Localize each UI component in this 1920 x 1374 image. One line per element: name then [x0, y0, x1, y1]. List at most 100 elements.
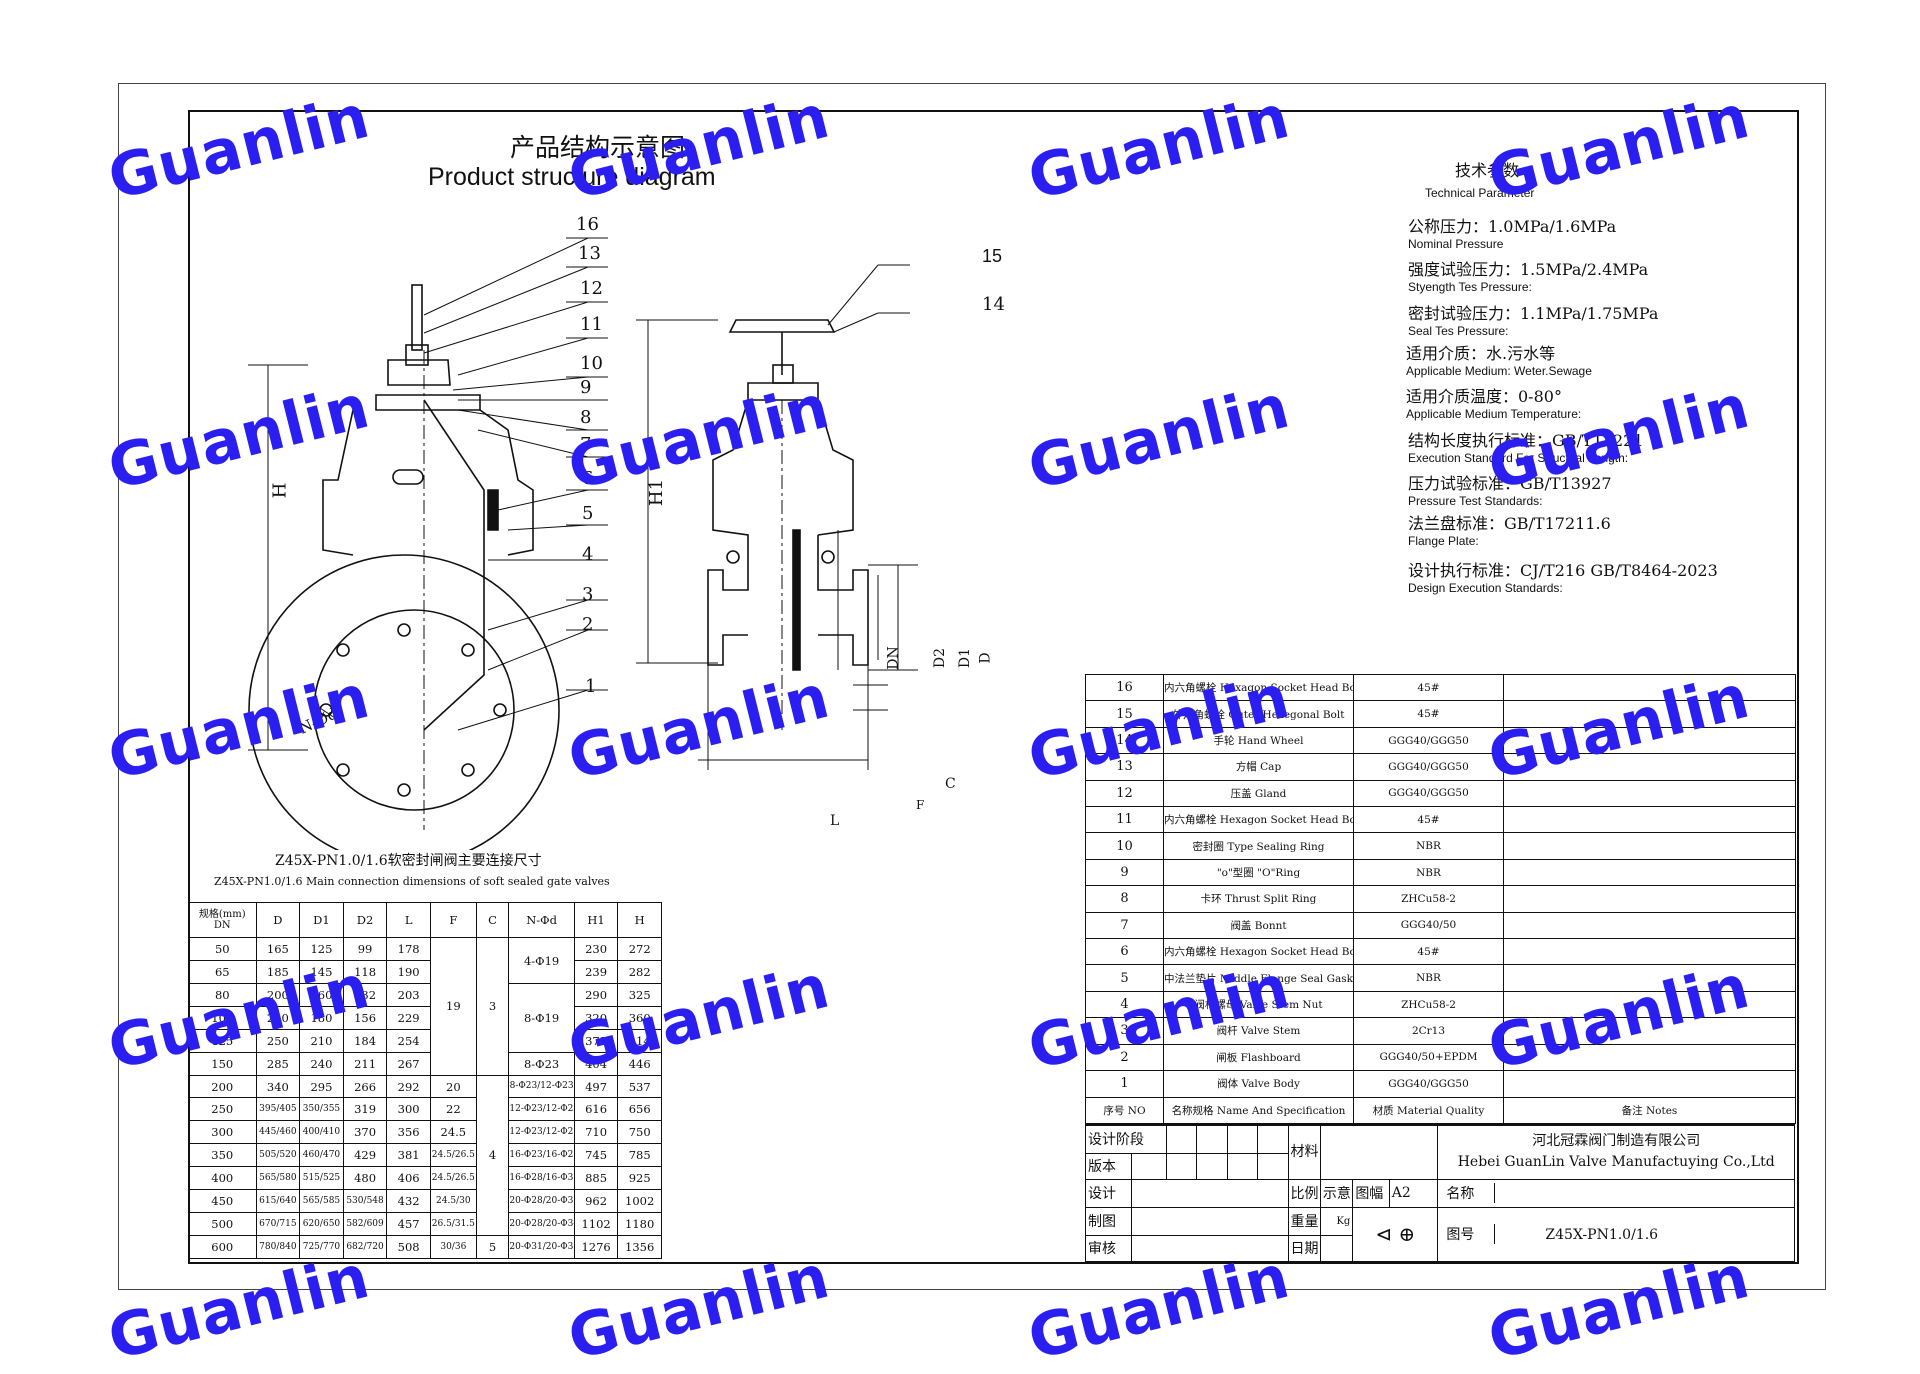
callout-6: 6: [582, 468, 594, 489]
diagram-title-cn: 产品结构示意图: [510, 133, 686, 162]
dim-label-DN: DN: [885, 646, 902, 670]
material-label: 材料: [1287, 1124, 1321, 1180]
header-F: F: [429, 901, 477, 939]
header-Nd: N-Φd: [508, 901, 575, 939]
merged-C-1: 3: [475, 937, 510, 1076]
header-H: H: [617, 901, 662, 939]
merged-Nd-1: 4-Φ19: [508, 937, 575, 984]
callout-4: 4: [582, 544, 594, 565]
header-D1: D1: [299, 901, 344, 939]
callout-15: 15: [982, 246, 1003, 266]
merged-F: 19: [429, 937, 477, 1076]
callout-13: 13: [578, 243, 601, 264]
callout-8: 8: [580, 407, 592, 428]
version-label: 版本: [1085, 1152, 1132, 1180]
header-spec: 规格(mm)DN: [188, 901, 257, 939]
date-label: 日期: [1287, 1234, 1321, 1262]
header-D2: D2: [342, 901, 388, 939]
header-D: D: [255, 901, 301, 939]
dim-label-D1: D1: [957, 647, 974, 669]
callout-3: 3: [582, 584, 594, 605]
dim-label-D: D: [977, 652, 994, 664]
tech-title-cn: 技术参数: [1455, 161, 1520, 180]
drawing-number: Z45X-PN1.0/1.6: [1545, 1227, 1659, 1243]
tech-param-4: 适用介质温度：0-80°Applicable Medium Temperatur…: [1406, 387, 1582, 421]
table-row: 600 780/840 725/770 682/720 508 30/36 5 …: [188, 1234, 662, 1260]
callout-5: 5: [582, 503, 594, 524]
callout-7: 7: [580, 434, 592, 455]
sheet-value: A2: [1388, 1178, 1439, 1208]
callout-9: 9: [580, 377, 592, 398]
review-label: 审核: [1085, 1234, 1132, 1262]
design-label: 设计: [1085, 1178, 1132, 1208]
projection-symbol-icon: ⊲ ⊕: [1352, 1206, 1439, 1262]
table-row: 500 670/715 620/650 582/609 457 26.5/31.…: [188, 1212, 662, 1236]
header-H1: H1: [573, 901, 619, 939]
name-label: 名称: [1440, 1183, 1496, 1203]
sheet-label: 图幅: [1352, 1178, 1390, 1208]
header-L: L: [386, 901, 431, 939]
design-stage-label: 设计阶段: [1085, 1124, 1167, 1154]
draw-label: 制图: [1085, 1206, 1132, 1236]
side-view: [636, 264, 918, 770]
dims-caption-cn: Z45X-PN1.0/1.6软密封闸阀主要连接尺寸: [275, 853, 542, 869]
diagram-title-en: Product structure diagram: [428, 163, 716, 191]
callout-10: 10: [580, 353, 603, 374]
weight-label: 重量: [1287, 1206, 1321, 1236]
callout-1: 1: [585, 676, 597, 697]
dim-label-F: F: [916, 798, 925, 812]
callout-2: 2: [582, 614, 594, 635]
callout-12: 12: [580, 278, 603, 299]
merged-Nd-2: 8-Φ19: [508, 982, 575, 1053]
weight-unit: Kg: [1319, 1206, 1354, 1236]
tech-title-en: Technical Parameter: [1425, 186, 1535, 200]
callout-11: 11: [580, 314, 603, 335]
dim-label-C: C: [945, 776, 956, 792]
front-section-view: [248, 237, 608, 850]
callout-16: 16: [576, 214, 599, 235]
header-C: C: [475, 901, 510, 939]
dimension-header-row: 规格(mm)DN D D1 D2 L F C N-Φd H1 H: [188, 901, 662, 939]
merged-C-2: 4: [475, 1074, 510, 1236]
outer-frame: [118, 83, 1826, 1290]
dims-caption-en: Z45X-PN1.0/1.6 Main connection dimension…: [214, 875, 610, 888]
dim-label-D2: D2: [932, 647, 949, 669]
drawing-frame: [188, 110, 1799, 1264]
dim-label-H: H: [269, 482, 291, 499]
dim-label-L: L: [830, 813, 840, 829]
callout-14: 14: [982, 294, 1005, 315]
indicate-label: 示意: [1319, 1178, 1354, 1208]
scale-label: 比例: [1287, 1178, 1321, 1208]
merged-Nd-3: 8-Φ23: [508, 1051, 575, 1076]
